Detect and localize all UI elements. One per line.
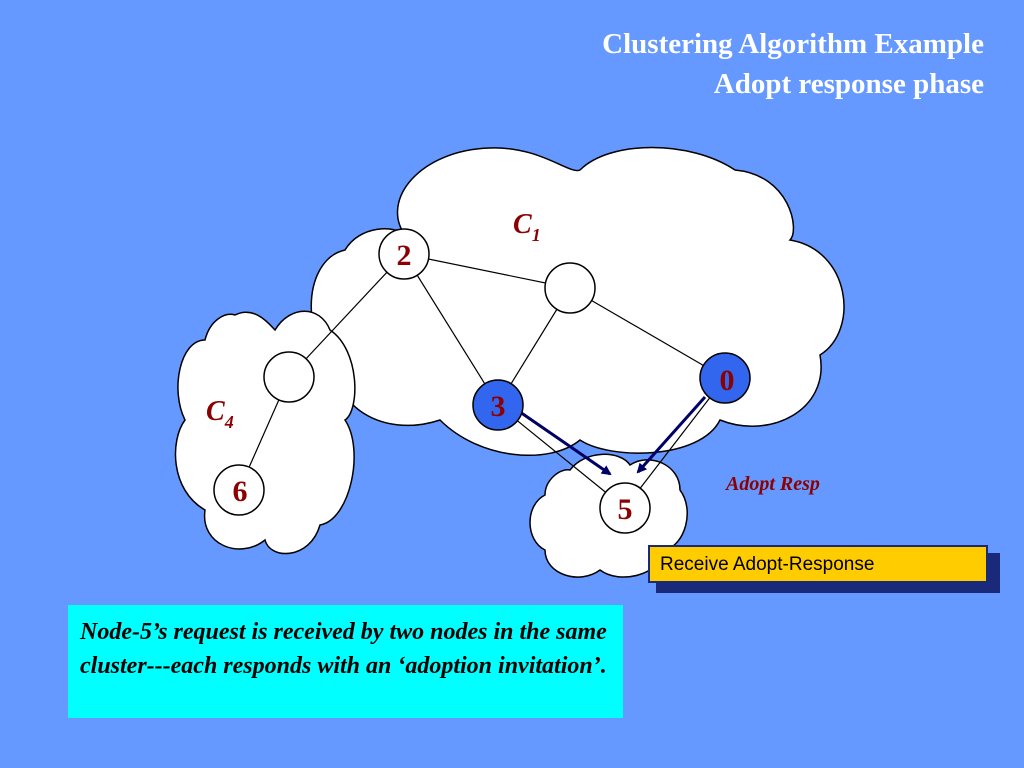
arrow-0-to-5: [636, 396, 707, 474]
cluster-c4-label: C4: [206, 396, 234, 432]
node-2: 2: [378, 228, 430, 280]
cluster-c1-label: C1: [513, 209, 541, 245]
slide-title-line2: Adopt response phase: [713, 68, 984, 100]
adopt-resp-label: Adopt Resp: [724, 473, 820, 495]
cluster-c4-cloud: [174, 310, 356, 555]
edge-right-0: [569, 287, 726, 379]
node-3-label: 3: [491, 390, 506, 423]
explanation-note: Node-5’s request is received by two node…: [68, 605, 623, 718]
edge-0-5: [624, 377, 726, 509]
node-5-label: 5: [618, 493, 633, 526]
node-3: 3: [472, 379, 524, 431]
edge-2-right: [403, 253, 571, 289]
node-unlabeled-right: [544, 262, 596, 314]
edge-2-left: [288, 253, 405, 378]
node-0-label: 0: [720, 364, 735, 397]
adopt-arrows: [519, 396, 707, 476]
slide-title-line1: Clustering Algorithm Example: [602, 28, 984, 60]
node-unlabeled-left: [263, 351, 315, 403]
edge-2-3: [403, 253, 499, 406]
node-6-label: 6: [233, 475, 248, 508]
node-2-label: 2: [397, 239, 412, 272]
edge-3-5: [497, 404, 626, 509]
receive-adopt-response-callout: Receive Adopt-Response: [648, 545, 988, 583]
arrow-3-to-5: [519, 410, 612, 476]
node-5: 5: [599, 482, 651, 534]
node-6: 6: [213, 464, 265, 516]
node-0: 0: [699, 352, 751, 404]
